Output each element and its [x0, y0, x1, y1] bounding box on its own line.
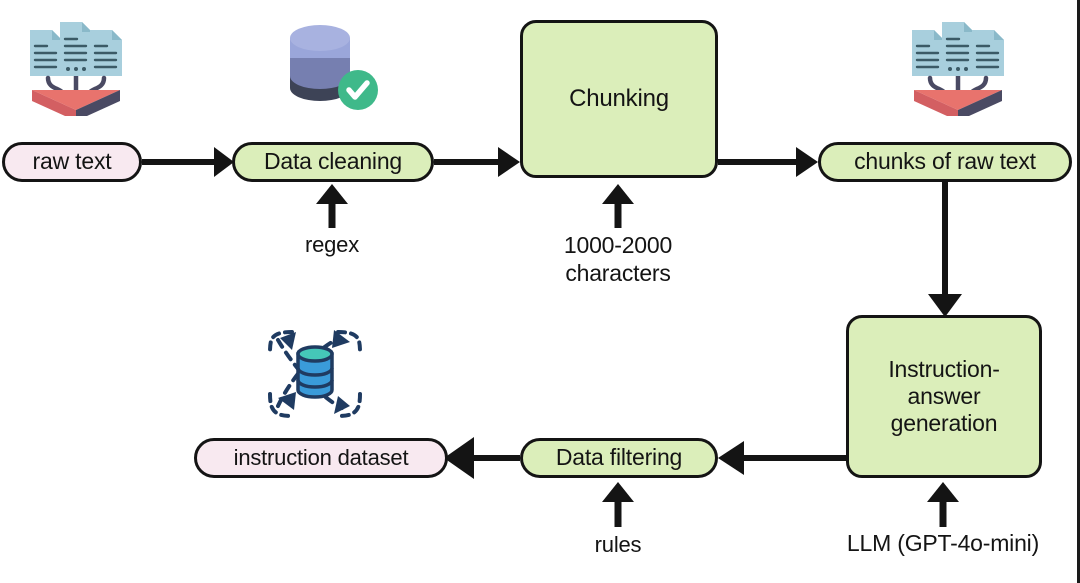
- caption-chunk-size: 1000-2000 characters: [563, 232, 673, 286]
- edge-chunking-to-chunks: [718, 147, 818, 177]
- node-label: raw text: [32, 148, 112, 175]
- edge-rules-to-filtering: [602, 482, 634, 527]
- node-data-filtering[interactable]: Data filtering: [520, 438, 718, 478]
- edge-chunks-to-generation: [928, 182, 962, 317]
- edge-regex-to-datacleaning: [316, 184, 348, 228]
- node-data-cleaning[interactable]: Data cleaning: [232, 142, 434, 182]
- node-instruction-dataset[interactable]: instruction dataset: [194, 438, 448, 478]
- database-orbit-icon: [258, 318, 372, 428]
- node-label: Data filtering: [555, 444, 683, 471]
- edge-datacleaning-to-chunking: [434, 147, 520, 177]
- node-label: Instruction- answer generation: [888, 355, 1000, 437]
- caption-regex: regex: [304, 232, 360, 257]
- node-label: chunks of raw text: [854, 148, 1036, 175]
- node-label: Data cleaning: [263, 148, 403, 175]
- documents-to-platform-icon: [14, 8, 134, 121]
- edge-llm-to-generation: [927, 482, 959, 527]
- edge-chunksize-to-chunking: [602, 184, 634, 228]
- node-instruction-answer-generation[interactable]: Instruction- answer generation: [846, 315, 1042, 478]
- caption-llm: LLM (GPT-4o-mini): [846, 530, 1040, 556]
- edge-filtering-to-dataset: [444, 437, 520, 479]
- edge-rawtext-to-datacleaning: [142, 147, 234, 177]
- node-raw-text[interactable]: raw text: [2, 142, 142, 182]
- edge-generation-to-filtering: [718, 441, 846, 475]
- database-verified-icon: [276, 14, 384, 118]
- node-label: instruction dataset: [233, 445, 409, 471]
- node-chunking[interactable]: Chunking: [520, 20, 718, 178]
- caption-rules: rules: [594, 532, 642, 557]
- documents-to-platform-icon: [896, 8, 1016, 121]
- node-chunks-of-raw-text[interactable]: chunks of raw text: [818, 142, 1072, 182]
- node-label: Chunking: [569, 84, 669, 112]
